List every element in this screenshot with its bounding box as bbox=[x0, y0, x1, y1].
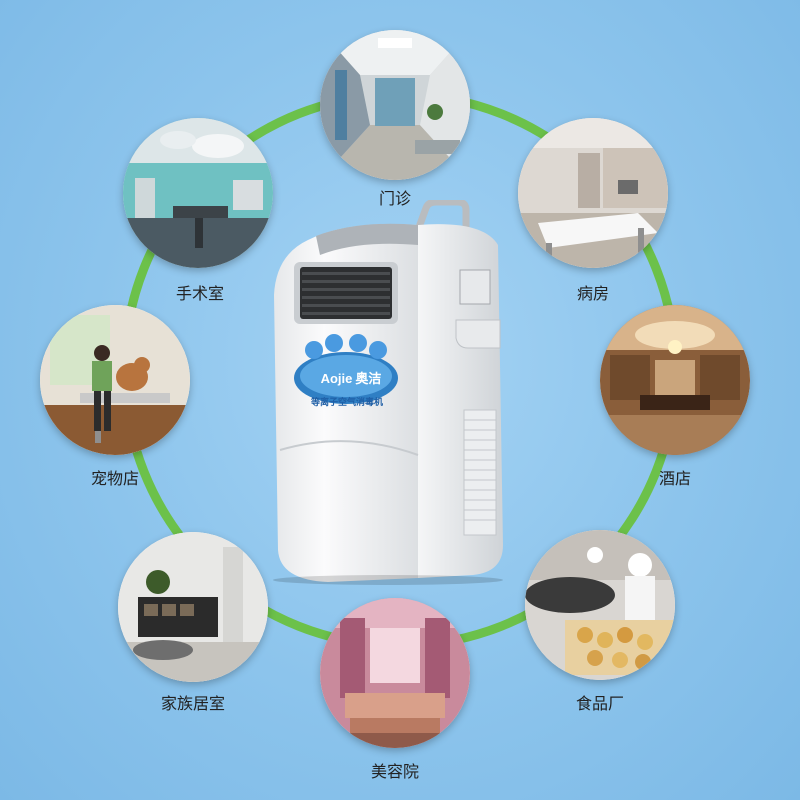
scene-label-ward: 病房 bbox=[576, 284, 609, 303]
brand-subtitle: 等离子空气消毒机 bbox=[310, 398, 383, 408]
operating-room-photo bbox=[123, 118, 273, 268]
brand-logo-text: Aojie bbox=[320, 371, 353, 386]
scene-label-surgery: 手术室 bbox=[175, 284, 224, 303]
beauty-salon-photo bbox=[320, 598, 470, 748]
pet-shop-photo bbox=[40, 305, 190, 455]
scene-label-home: 家族居室 bbox=[160, 694, 225, 713]
living-room-photo bbox=[118, 532, 268, 682]
brand-logo-cn: 奥洁 bbox=[355, 371, 382, 386]
clinic-corridor-photo bbox=[320, 30, 470, 180]
hotel-lobby-photo bbox=[600, 305, 750, 455]
scene-label-petshop: 宠物店 bbox=[90, 469, 139, 488]
food-factory-photo bbox=[525, 530, 675, 680]
scene-label-beauty: 美容院 bbox=[370, 762, 419, 781]
scene-label-hotel: 酒店 bbox=[658, 469, 691, 488]
scene-label-clinic: 门诊 bbox=[378, 189, 411, 208]
scene-label-food: 食品厂 bbox=[575, 694, 624, 713]
hospital-ward-photo bbox=[518, 118, 668, 268]
